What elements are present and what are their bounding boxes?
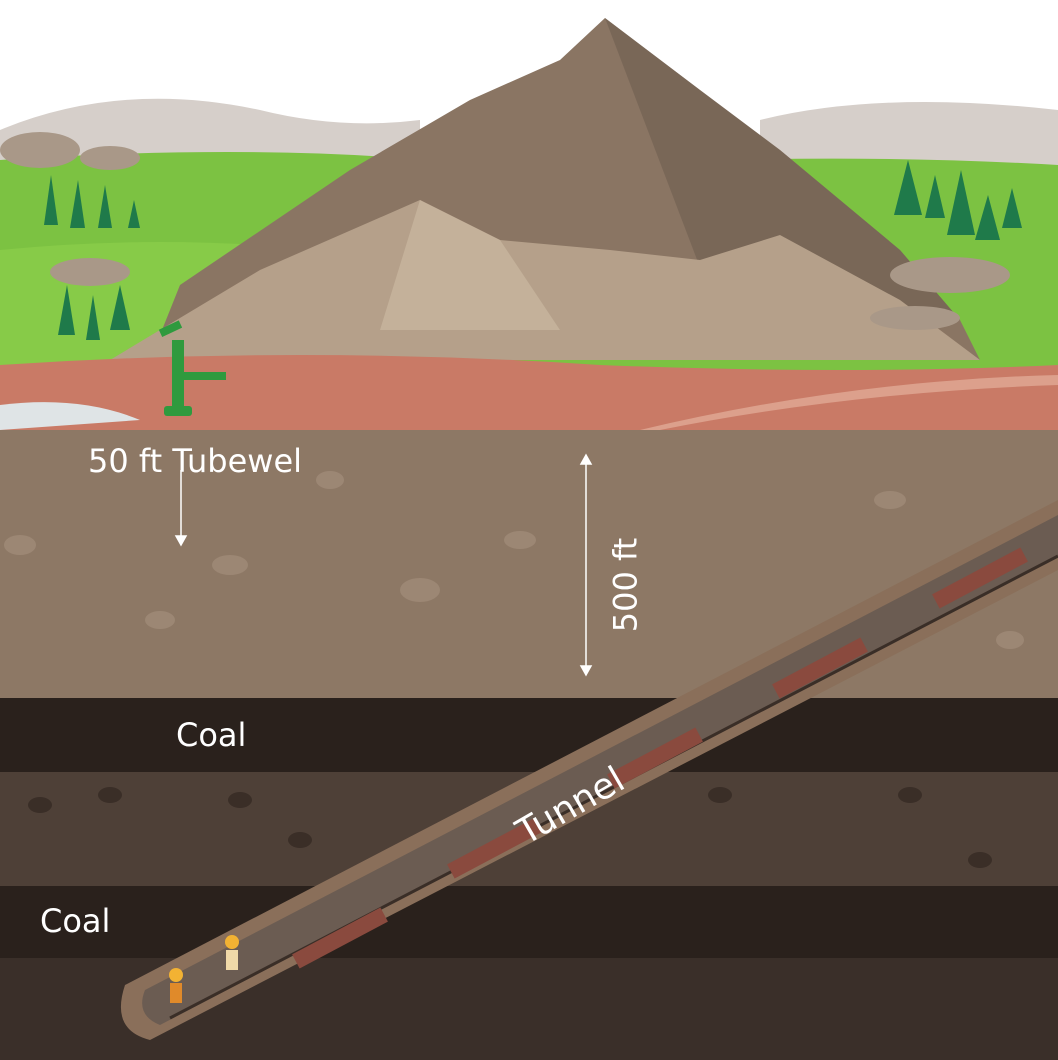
tubewell-depth-arrow [174,470,188,547]
coal-seam-upper [0,698,1058,772]
trees-left [44,175,140,340]
trees-right [894,160,1022,240]
red-soil [0,355,1058,430]
coal-label-lower: Coal [40,902,111,940]
mine-carts [292,547,1028,969]
distant-hills-right [760,102,1058,170]
coal-label-upper: Coal [176,716,247,754]
miners [169,935,239,1003]
depth-arrow [579,453,593,677]
tubewell-label: 50 ft Tubewel [88,442,303,480]
rocks [0,132,1010,330]
coal-seam-lower [0,886,1058,958]
hand-pump-icon [158,320,226,416]
mountain-front [110,200,980,360]
depth-label: 500 ft [606,537,645,633]
